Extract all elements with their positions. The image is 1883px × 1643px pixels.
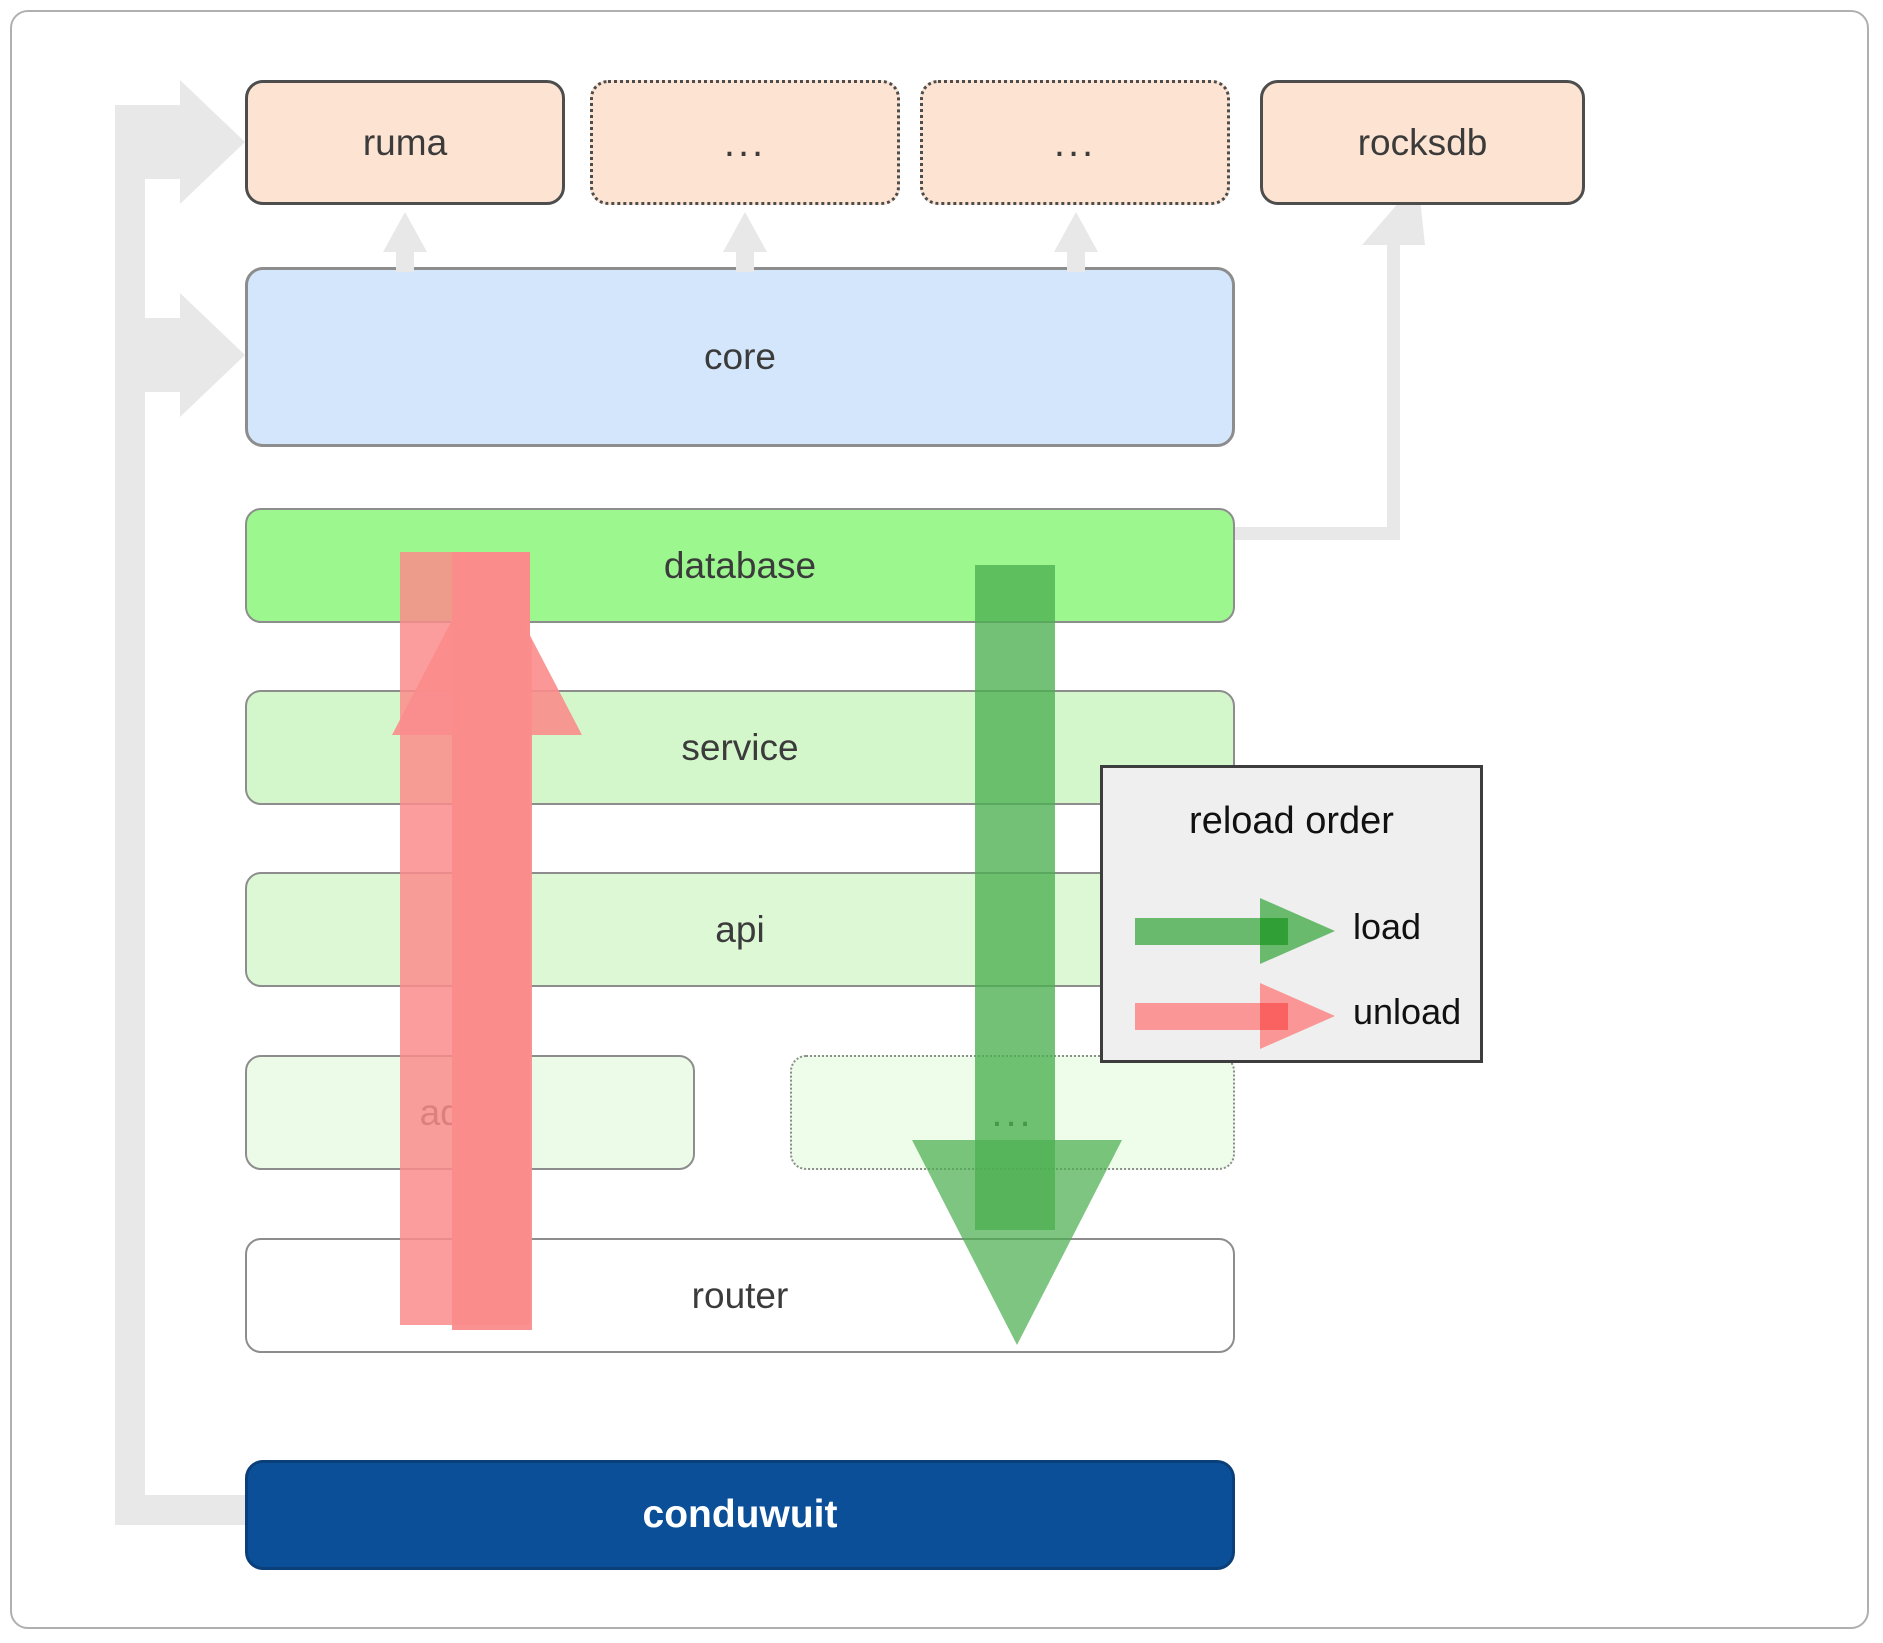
- dependency-label-placeholder-1: ...: [723, 120, 767, 165]
- layer-node-admin[interactable]: admin: [245, 1055, 695, 1170]
- dependency-node-placeholder-1[interactable]: ...: [590, 80, 900, 205]
- layer-label-admin: admin: [419, 1091, 521, 1133]
- layer-label-api: api: [715, 908, 765, 950]
- legend-row-load: load: [1103, 898, 1480, 968]
- layer-label-router: router: [691, 1274, 789, 1316]
- core-node[interactable]: core: [245, 267, 1235, 447]
- dependency-node-rocksdb[interactable]: rocksdb: [1260, 80, 1585, 205]
- dependency-label-ruma: ruma: [362, 121, 448, 163]
- load-legend-arrow-icon: [1135, 898, 1335, 964]
- layer-label-service: service: [681, 726, 799, 768]
- legend-label-unload: unload: [1353, 991, 1462, 1032]
- dependency-node-ruma[interactable]: ruma: [245, 80, 565, 205]
- legend-panel: reload order load unload: [1100, 765, 1483, 1063]
- app-node-conduwuit[interactable]: conduwuit: [245, 1460, 1235, 1570]
- legend-title: reload order: [1189, 800, 1394, 842]
- app-label: conduwuit: [642, 1493, 838, 1536]
- layer-label-database: database: [663, 544, 817, 586]
- dependency-label-rocksdb: rocksdb: [1357, 121, 1488, 163]
- layer-node-router[interactable]: router: [245, 1238, 1235, 1353]
- layer-node-service[interactable]: service: [245, 690, 1235, 805]
- legend-label-load: load: [1353, 906, 1422, 947]
- diagram-frame: [10, 10, 1869, 1629]
- unload-legend-arrow-icon: [1135, 983, 1335, 1049]
- dependency-node-placeholder-2[interactable]: ...: [920, 80, 1230, 205]
- legend-row-unload: unload: [1103, 983, 1480, 1053]
- layer-node-api[interactable]: api: [245, 872, 1235, 987]
- layer-node-placeholder[interactable]: ...: [790, 1055, 1235, 1170]
- core-label: core: [704, 336, 776, 377]
- dependency-label-placeholder-2: ...: [1053, 120, 1097, 165]
- layer-node-database[interactable]: database: [245, 508, 1235, 623]
- layer-label-placeholder: ...: [991, 1090, 1034, 1135]
